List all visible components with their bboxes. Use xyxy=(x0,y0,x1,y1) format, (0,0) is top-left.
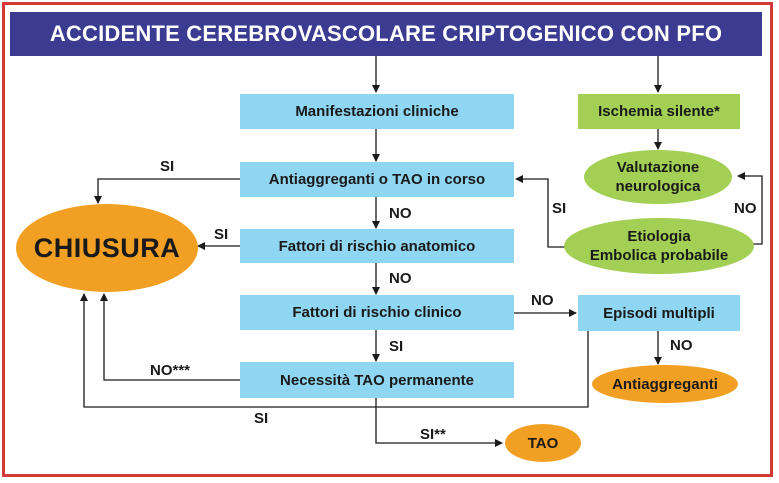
label-si-clinico: SI xyxy=(389,338,404,355)
node-etiologia-embolica: Etiologia Embolica probabile xyxy=(564,218,754,274)
valutazione-line2: neurologica xyxy=(615,178,701,195)
label-no-anatomico: NO xyxy=(389,270,412,287)
arrow-taoperm-tao xyxy=(375,398,503,447)
label-si-bottom: SI xyxy=(254,410,269,427)
arrow-etiologia-antiagg xyxy=(515,175,566,248)
etiologia-line2: Embolica probabile xyxy=(589,247,729,264)
node-tao-permanente: Necessità TAO permanente xyxy=(240,362,514,398)
label-no-stars: NO*** xyxy=(150,362,191,379)
frame-border xyxy=(2,2,773,477)
label-no-episodi: NO xyxy=(670,337,693,354)
node-manifestazioni-cliniche: Manifestazioni cliniche xyxy=(240,94,514,129)
node-rischio-clinico: Fattori di rischio clinico xyxy=(240,295,514,330)
node-episodi-multipli: Episodi multipli xyxy=(578,295,740,331)
node-tao: TAO xyxy=(505,424,581,462)
label-si-etiologia: SI xyxy=(552,200,567,217)
label-no-clinico: NO xyxy=(531,292,554,309)
node-chiusura: CHIUSURA xyxy=(16,204,198,292)
label-si-stars: SI** xyxy=(420,426,446,443)
arrow-taoperm-chiusura xyxy=(100,293,240,381)
label-si-anatomico: SI xyxy=(214,226,229,243)
node-antiaggreganti: Antiaggreganti xyxy=(592,365,738,403)
arrow-episodi-chiusura xyxy=(80,293,589,408)
diagram-title: ACCIDENTE CEREBROVASCOLARE CRIPTOGENICO … xyxy=(10,12,762,56)
label-si-top: SI xyxy=(160,158,175,175)
label-no-antiagg: NO xyxy=(389,205,412,222)
arrow-antiagg-chiusura xyxy=(94,178,240,204)
node-antiaggreganti-tao: Antiaggreganti o TAO in corso xyxy=(240,162,514,197)
valutazione-line1: Valutazione xyxy=(616,159,700,176)
node-valutazione-neurologica: Valutazione neurologica xyxy=(584,150,732,204)
etiologia-line1: Etiologia xyxy=(627,228,691,245)
label-no-etiologia: NO xyxy=(734,200,757,217)
arrow-etiologia-valutazione xyxy=(737,172,763,245)
node-ischemia-silente: Ischemia silente* xyxy=(578,94,740,129)
node-rischio-anatomico: Fattori di rischio anatomico xyxy=(240,229,514,263)
